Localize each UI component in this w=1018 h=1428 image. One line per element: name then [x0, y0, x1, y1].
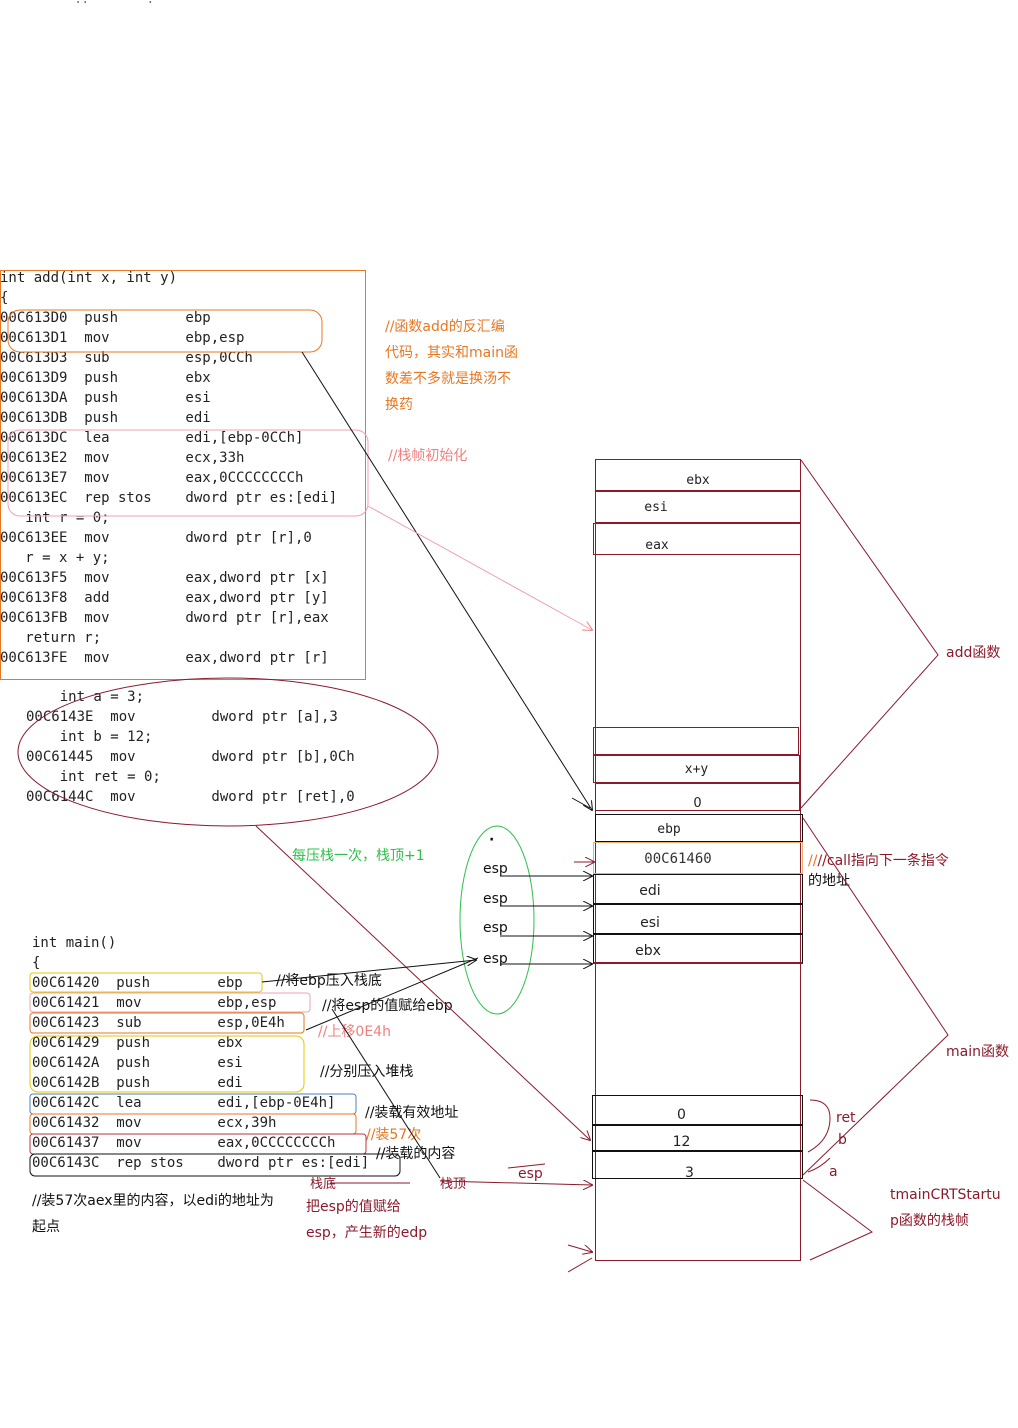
a-label: a	[829, 1164, 838, 1180]
stack-bottom-label: 栈底	[310, 1177, 337, 1192]
main-code-line: 00C6142C lea edi,[ebp-0E4h]	[32, 1095, 336, 1111]
push-mov-highlight	[7, 309, 323, 353]
add-code-line: 00C613DC lea edi,[ebp-0CCh]	[0, 430, 304, 446]
add-code-line: 00C613DA push esi	[0, 390, 211, 406]
main-vars-code-line: int ret = 0;	[26, 769, 161, 785]
lea-box	[29, 1093, 357, 1115]
add-code-line: 00C613F8 add eax,dword ptr [y]	[0, 590, 329, 606]
rep-stos-box	[29, 1153, 401, 1177]
esp-label-3: esp	[483, 920, 508, 936]
esp-pointer-label: esp	[518, 1166, 543, 1182]
sub-esp-note: //上移0E4h	[318, 1024, 391, 1040]
mov-ecx-box	[29, 1113, 357, 1135]
stack-cell-ebx: ebx	[595, 459, 801, 491]
add-code-line: 00C613D3 sub esp,0CCh	[0, 350, 253, 366]
add-code-line: 00C613DB push edi	[0, 410, 211, 426]
main-code-line: 00C61423 sub esp,0E4h	[32, 1015, 285, 1031]
main-code-line: 00C6142A push esi	[32, 1055, 243, 1071]
a-brace	[807, 1157, 831, 1173]
add-code-line: 00C613FB mov dword ptr [r],eax	[0, 610, 329, 626]
main-vars-code-line: int b = 12;	[26, 729, 153, 745]
add-code-line: 00C613FE mov eax,dword ptr [r]	[0, 650, 329, 666]
main-code-line: 00C6142B push edi	[32, 1075, 243, 1091]
add-code-line: 00C613F5 mov eax,dword ptr [x]	[0, 570, 329, 586]
stack-cell-ebx-main: ebx	[593, 934, 803, 964]
mov-eax-note: //装载的内容	[376, 1146, 456, 1162]
main-code-line: 00C6143C rep stos dword ptr es:[edi]	[32, 1155, 370, 1171]
main-code-line: 00C61437 mov eax,0CCCCCCCCh	[32, 1135, 336, 1151]
main-vars-code-line: 00C6143E mov dword ptr [a],3	[26, 709, 338, 725]
main-func-label: main函数	[946, 1044, 1009, 1060]
push-regs-note: //分别压入堆栈	[320, 1064, 414, 1080]
lea-addr-note: //装载有效地址	[365, 1105, 459, 1121]
stack-cell-a: 3	[592, 1151, 803, 1181]
main-code-line: int main()	[32, 935, 117, 951]
main-vars-code-line: 00C6144C mov dword ptr [ret],0	[26, 789, 355, 805]
main-vars-code-line: 00C61445 mov dword ptr [b],0Ch	[26, 749, 355, 765]
add-brace	[800, 459, 939, 809]
add-code-line: 00C613E2 mov ecx,33h	[0, 450, 245, 466]
stack-cell-esi-main: esi	[593, 904, 803, 934]
main-vars-code-line: int a = 3;	[26, 689, 145, 705]
rep-stos-note: //装57次aex里的内容，以edi的地址为 起点	[32, 1193, 274, 1235]
add-code-line: 00C613D9 push ebx	[0, 370, 211, 386]
esp-label-2: esp	[483, 891, 508, 907]
frame-init-arrow	[367, 505, 592, 630]
main-vars-ellipse	[17, 677, 439, 827]
push-ebp-box	[29, 972, 263, 993]
ret-label: ret	[836, 1110, 856, 1126]
stack-cell-ret: 0	[592, 1095, 803, 1125]
frame-init-highlight	[7, 429, 369, 517]
add-code-line: {	[0, 290, 9, 306]
main-code-line: 00C61432 mov ecx,39h	[32, 1115, 277, 1131]
add-code-line: r = x + y;	[0, 550, 110, 566]
main-code-line: {	[32, 955, 41, 971]
ret-b-brace	[807, 1099, 831, 1153]
stack-cell-zero: 0	[595, 783, 800, 811]
mov-ecx-note: //装57次	[366, 1127, 422, 1143]
stack-cell-empty	[593, 727, 799, 755]
crt-frame-label: tmainCRTStartu p函数的栈帧	[890, 1187, 1001, 1229]
add-func-label: add函数	[946, 645, 1001, 661]
main-code-line: 00C61420 push ebp	[32, 975, 243, 991]
push-ebp-note: //将ebp压入栈底	[276, 973, 382, 989]
stack-cell-ebp: ebp	[595, 814, 803, 842]
top-scribble: · .. ' ·· ' .·	[60, 0, 161, 6]
add-code-line: 00C613EE mov dword ptr [r],0	[0, 530, 312, 546]
mov-ebp-box	[29, 992, 311, 1013]
b-label: b	[838, 1132, 847, 1148]
stack-cell-esi: esi	[595, 491, 801, 523]
dot-mark: ·	[489, 832, 495, 848]
add-ebp-arrow	[301, 351, 592, 810]
crt-brace	[802, 1179, 873, 1261]
add-disasm-note: //函数add的反汇编 代码，其实和main函 数差不多就是换汤不 换药	[385, 319, 518, 413]
stack-cell-xy: x+y	[593, 755, 800, 783]
push-regs-box	[29, 1035, 305, 1093]
add-code-line: 00C613D1 mov ebp,esp	[0, 330, 245, 346]
add-code-line: 00C613EC rep stos dword ptr es:[edi]	[0, 490, 338, 506]
sub-esp-box	[29, 1012, 305, 1034]
mov-eax-box	[29, 1133, 367, 1155]
main-vars-arrow	[255, 825, 590, 1140]
esp-label-1: esp	[483, 861, 508, 877]
stack-cell-eax: eax	[593, 523, 801, 555]
main-code-line: 00C61421 mov ebp,esp	[32, 995, 277, 1011]
add-code-line: return r;	[0, 630, 102, 646]
main-code-line: 00C61429 push ebx	[32, 1035, 243, 1051]
call-next-note: ////call指向下一条指令 的地址	[808, 853, 949, 889]
add-code-line: int r = 0;	[0, 510, 110, 526]
esp-new-note: 把esp的值赋给 esp，产生新的edp	[306, 1199, 428, 1241]
frame-init-note: //栈帧初始化	[388, 448, 468, 464]
add-code-line: 00C613D0 push ebp	[0, 310, 211, 326]
push-plus1-note: 每压栈一次，栈顶+1	[292, 848, 425, 864]
main-brace	[802, 817, 949, 1176]
esp-label-4: esp	[483, 951, 508, 967]
stack-cell-b: 12	[592, 1125, 803, 1151]
add-code-line: int add(int x, int y)	[0, 270, 178, 286]
stack-cell-edi: edi	[593, 874, 803, 904]
add-code-line: 00C613E7 mov eax,0CCCCCCCCh	[0, 470, 304, 486]
esp-push-ellipse	[459, 825, 535, 1015]
